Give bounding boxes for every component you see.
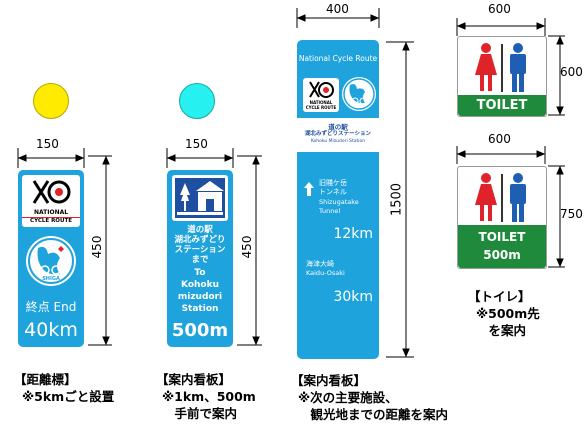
bicycle-logo-icon xyxy=(32,180,71,204)
dest1-jp-line2: トンネル xyxy=(319,188,347,196)
michi-no-eki-guide-sign: 道の駅 湖北みずどり ステーション まで To Kohoku mizudori … xyxy=(167,170,233,347)
michi-no-eki-icon xyxy=(172,175,228,221)
up-arrow-icon xyxy=(304,182,314,196)
station-jp-line1: 道の駅 xyxy=(328,123,348,131)
toilet1-height-label: 600 xyxy=(560,65,583,79)
toilet-label: TOILET xyxy=(458,95,546,116)
dest1-en-line1: Shizugatake xyxy=(319,198,359,206)
dest2-jp: 海津大崎 xyxy=(306,260,334,268)
distance-value: 500m xyxy=(171,320,229,341)
sign2-height-label: 450 xyxy=(240,235,254,259)
sign1-height-label: 450 xyxy=(90,235,104,259)
toilet-sign: TOILET xyxy=(457,36,547,117)
caption-distance-marker-title: 【距離標】 xyxy=(14,372,77,387)
station-jp-line4: まで xyxy=(191,255,209,265)
station-en-line1: To xyxy=(194,268,206,278)
station-en-line4: Station xyxy=(181,304,219,314)
station-jp-line3: ステーション xyxy=(174,245,226,255)
station-en-line3: mizudori xyxy=(177,292,223,302)
dest2-en: Kaidu-Osaki xyxy=(306,269,345,277)
caption-guide-body: ※1km、500m 手前で案内 xyxy=(162,389,256,421)
toilet-500m-sign: TOILET 500m xyxy=(457,166,547,269)
logo-line1: NATIONAL xyxy=(309,100,333,105)
end-label: 終点 End xyxy=(25,300,77,314)
toilet-label: TOILET xyxy=(478,230,526,244)
ncr-logo: NATIONAL CYCLE ROUTE xyxy=(303,78,339,112)
toilet2-width-label: 600 xyxy=(488,132,511,146)
logo-line1: NATIONAL xyxy=(33,209,69,216)
cyan-circle xyxy=(179,83,215,119)
logo-line2: CYCLE ROUTE xyxy=(22,217,80,225)
caption-toilet-title: 【トイレ】 xyxy=(468,289,531,304)
sign3-width-label: 400 xyxy=(326,2,349,16)
restroom-pictogram-icon xyxy=(475,173,526,222)
toilet-distance: 500m xyxy=(483,248,521,262)
caption-toilet-body: ※500m先 を案内 xyxy=(476,306,540,338)
distance-marker-sign: NATIONAL CYCLE ROUTE SHIGA 終点 End 40km xyxy=(18,170,84,347)
station-en: Kohoku Mizudori Station xyxy=(310,139,366,144)
toilet1-width-label: 600 xyxy=(488,2,511,16)
caption-route-guide-body: ※次の主要施設、 観光地までの距離を案内 xyxy=(298,390,449,422)
sign2-width-label: 150 xyxy=(185,137,208,151)
ncr-logo: NATIONAL CYCLE ROUTE xyxy=(22,175,80,227)
biwaichi-emblem xyxy=(342,77,376,111)
caption-guide-title: 【案内看板】 xyxy=(156,372,232,387)
station-en-line2: Kohoku xyxy=(181,280,219,290)
sign-header: National Cycle Route xyxy=(298,54,378,63)
toilet-label-panel: TOILET 500m xyxy=(458,225,546,268)
caption-distance-marker-body: ※5kmごと設置 xyxy=(22,389,115,404)
station-jp-line2: 湖北みずどり xyxy=(174,235,226,245)
dest1-en-line2: Tunnel xyxy=(319,207,341,215)
roadside-station-icon xyxy=(175,178,225,218)
station-panel: 道の駅 湖北みずどりステーション Kohoku Mizudori Station xyxy=(297,118,379,152)
distance-value: 40km xyxy=(24,319,78,341)
lake-cyclist-icon xyxy=(343,78,375,110)
biwaichi-emblem: SHIGA xyxy=(26,236,76,286)
sign3-height-label: 1500 xyxy=(389,182,405,217)
dest1-jp-line1: 旧賤ケ岳 xyxy=(319,179,347,187)
toilet2-height-label: 750 xyxy=(560,207,583,221)
dest2-distance: 30km xyxy=(333,289,373,305)
bicycle-logo-icon xyxy=(309,81,334,98)
emblem-text: SHIGA xyxy=(42,276,60,282)
caption-route-guide-title: 【案内看板】 xyxy=(291,373,367,388)
logo-line2: CYCLE ROUTE xyxy=(305,105,337,110)
station-jp-line1: 道の駅 xyxy=(187,225,213,235)
lake-cyclist-icon xyxy=(28,238,74,284)
restroom-pictogram-icon xyxy=(475,43,526,92)
station-jp-line2: 湖北みずどりステーション xyxy=(305,131,371,137)
route-guide-sign: National Cycle Route NATIONAL CYCLE ROUT… xyxy=(297,40,379,359)
yellow-circle xyxy=(33,83,69,119)
dest1-distance: 12km xyxy=(333,226,373,242)
sign1-width-label: 150 xyxy=(36,137,59,151)
